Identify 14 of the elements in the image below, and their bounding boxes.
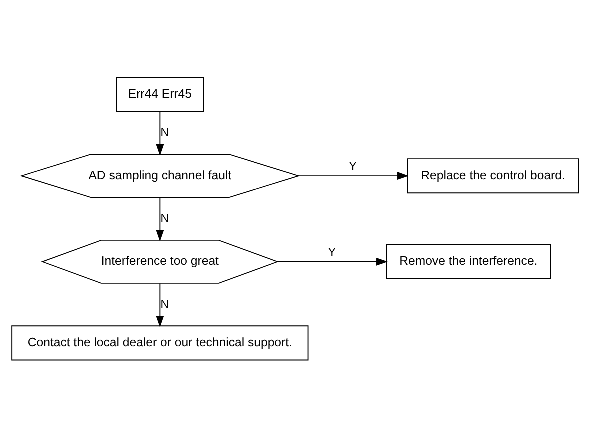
node-box: Err44 Err45 xyxy=(116,76,204,112)
arrow xyxy=(277,257,388,266)
arrow xyxy=(156,111,164,156)
arrow xyxy=(156,196,164,242)
edge-label: N xyxy=(160,212,170,224)
edge-label: Y xyxy=(328,246,336,258)
edge-label: N xyxy=(160,298,170,310)
edge-label: N xyxy=(160,126,170,139)
arrow xyxy=(156,282,164,327)
arrow xyxy=(298,172,409,180)
node-box: Remove the interference. xyxy=(386,244,551,279)
edge-label: Y xyxy=(349,160,357,173)
node-box: Replace the control board. xyxy=(407,158,580,194)
node-box: Contact the local dealer or our technical support. xyxy=(12,325,309,360)
